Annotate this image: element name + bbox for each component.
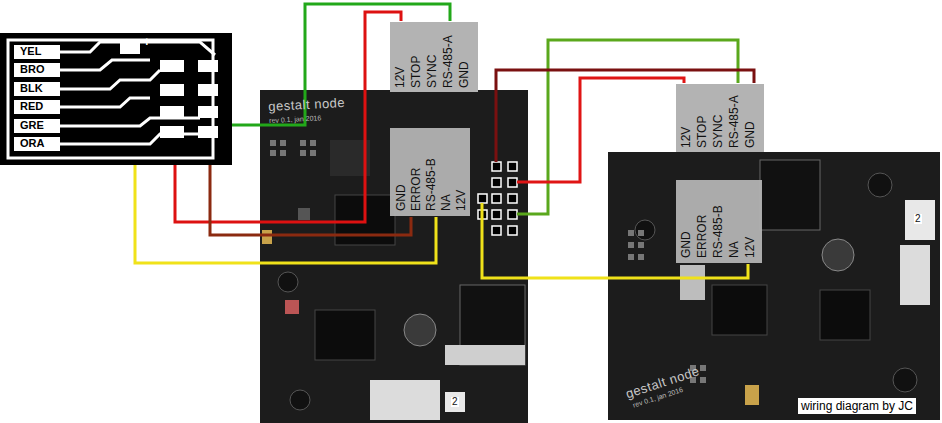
- wire: [496, 70, 754, 162]
- wire-color-label: YEL: [20, 46, 41, 57]
- pin-label: GND: [743, 121, 757, 148]
- pin-label: RS-485-B: [424, 158, 438, 211]
- wire: [517, 40, 738, 214]
- board-name: gestalt node: [268, 96, 345, 113]
- wire-color-label: GRE: [20, 120, 44, 131]
- board-trace: [8, 40, 215, 158]
- pin-label: ERROR: [695, 215, 709, 258]
- pin-label: SYNC: [425, 55, 439, 88]
- pin-label: STOP: [409, 56, 423, 88]
- label-block: [676, 84, 764, 152]
- connector-number: 2: [914, 214, 922, 224]
- board-component: [628, 160, 935, 405]
- wire: [232, 4, 450, 125]
- wire-color-label: RED: [20, 101, 43, 112]
- gestalt-node-board: gestalt noderev 0.1, jan 2016: [260, 90, 528, 423]
- pin-label: NA: [439, 194, 453, 211]
- pin-label: RS-485-A: [727, 95, 741, 148]
- pin-label: RS-485-B: [711, 205, 725, 258]
- label-block: [390, 128, 470, 216]
- header-pin: [478, 162, 517, 235]
- pin-label: 12V: [679, 127, 693, 148]
- polarity-mark: +: [143, 35, 151, 48]
- pin-label: GND: [679, 231, 693, 258]
- gestalt-node-board: gestalt noderev 0.1, jan 2016: [608, 152, 940, 420]
- credit-note: wiring diagram by JC: [798, 398, 916, 414]
- wire-color-label: BRO: [20, 64, 44, 75]
- connector-number: 2: [451, 397, 459, 407]
- pin-label: GND: [457, 61, 471, 88]
- pin-label: STOP: [695, 116, 709, 148]
- wire-color-label: ORA: [20, 138, 44, 149]
- wire: [482, 203, 748, 278]
- pcb-board: [608, 152, 940, 420]
- pin-label: 12V: [743, 237, 757, 258]
- pin-label: GND: [394, 184, 408, 211]
- pin-label: SYNC: [711, 115, 725, 148]
- pcb-board: [260, 90, 528, 423]
- pin-label: NA: [727, 241, 741, 258]
- wire: [210, 165, 411, 235]
- board-revision: rev 0.1, jan 2016: [269, 114, 321, 124]
- pin-label: ERROR: [409, 168, 423, 211]
- adapter-board: YEL BRO BLK RED GRE ORA +: [0, 33, 232, 165]
- pin-label: 12V: [393, 67, 407, 88]
- wire: [517, 78, 684, 182]
- label-block: [390, 22, 478, 92]
- wire: [135, 165, 436, 263]
- solder-pad: [14, 40, 218, 151]
- label-block: [676, 180, 762, 263]
- wire-color-label: BLK: [20, 83, 43, 94]
- pin-label: RS-485-A: [441, 35, 455, 88]
- pin-label: 12V: [454, 190, 468, 211]
- adapter-board: [0, 33, 232, 165]
